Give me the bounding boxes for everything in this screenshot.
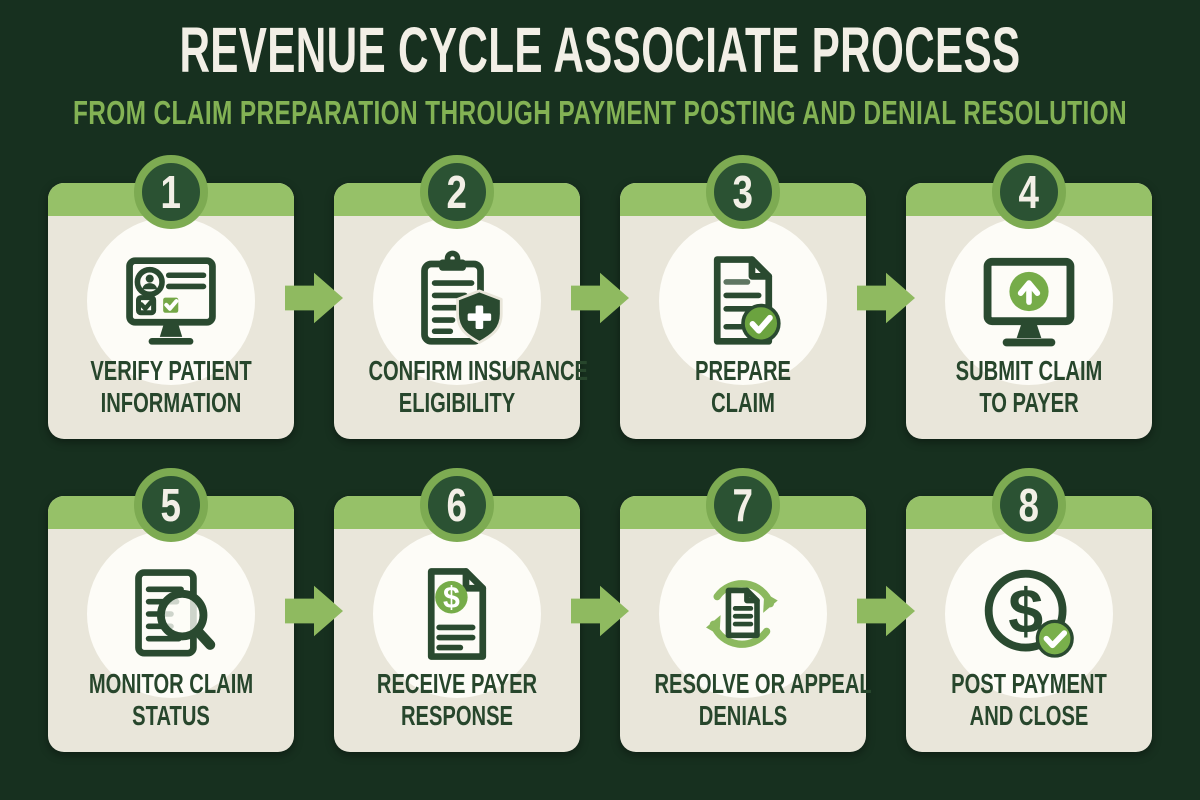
step-number: 5 (160, 479, 182, 531)
step-card-5: 5 MONITOR CLAIM STATUS (48, 468, 294, 752)
step-card-7: 7 RESOLVE OR APPEAL DENIALS (620, 468, 872, 752)
step-card-2: 2 CONFIRM (334, 155, 588, 439)
insurance-clipboard-shield-icon (373, 217, 541, 385)
monitor-upload-icon (945, 217, 1113, 385)
step-card-6: 6 $ RECEIVE PAYER RESPONSE (334, 468, 580, 752)
step-card-4: 4 SUBMIT CLAIM TO PAYER (906, 155, 1152, 439)
step-card-3: 3 PREPARE CLAIM (620, 155, 866, 439)
page-subtitle-text: FROM CLAIM PREPARATION THROUGH PAYMENT P… (73, 94, 1127, 131)
step-card-8: 8 $ POST PAYMENT AND CLOSE (906, 468, 1152, 752)
patient-info-monitor-icon (87, 217, 255, 385)
document-cycle-arrows-icon (659, 530, 827, 698)
step-number-badge: 8 (992, 468, 1066, 542)
page-title: REVENUE CYCLE ASSOCIATE PROCESS (48, 18, 1152, 82)
step-label: POST PAYMENT AND CLOSE (951, 667, 1107, 731)
step-number-badge: 1 (134, 155, 208, 229)
step-number-badge: 4 (992, 155, 1066, 229)
page-subtitle: FROM CLAIM PREPARATION THROUGH PAYMENT P… (48, 96, 1152, 129)
step-number: 4 (1018, 166, 1040, 218)
step-label: RECEIVE PAYER RESPONSE (376, 667, 538, 731)
step-number: 8 (1018, 479, 1040, 531)
step-number-badge: 7 (706, 468, 780, 542)
step-number: 3 (732, 166, 754, 218)
step-number: 2 (446, 166, 468, 218)
step-label: RESOLVE OR APPEAL DENIALS (654, 667, 872, 731)
step-card-1: 1 (48, 155, 294, 439)
svg-text:$: $ (443, 581, 460, 614)
page-title-text: REVENUE CYCLE ASSOCIATE PROCESS (179, 14, 1021, 86)
step-number-badge: 2 (420, 155, 494, 229)
process-row-1: 1 (48, 155, 1152, 439)
step-number-badge: 5 (134, 468, 208, 542)
claim-document-check-icon (659, 217, 827, 385)
step-label: VERIFY PATIENT INFORMATION (90, 354, 252, 418)
step-number: 6 (446, 479, 468, 531)
dollar-circle-check-icon: $ (945, 530, 1113, 698)
step-label: SUBMIT CLAIM TO PAYER (955, 354, 1103, 418)
step-label: PREPARE CLAIM (695, 354, 791, 418)
step-number-badge: 3 (706, 155, 780, 229)
dollar-document-icon: $ (373, 530, 541, 698)
step-number: 7 (732, 479, 754, 531)
step-label: CONFIRM INSURANCE ELIGIBILITY (368, 354, 588, 418)
step-number: 1 (160, 166, 182, 218)
process-row-2: 5 MONITOR CLAIM STATUS (48, 468, 1152, 752)
step-number-badge: 6 (420, 468, 494, 542)
document-magnifier-icon (87, 530, 255, 698)
header: REVENUE CYCLE ASSOCIATE PROCESS FROM CLA… (48, 18, 1152, 129)
process-grid: 1 (48, 155, 1152, 752)
step-label: MONITOR CLAIM STATUS (88, 667, 254, 731)
